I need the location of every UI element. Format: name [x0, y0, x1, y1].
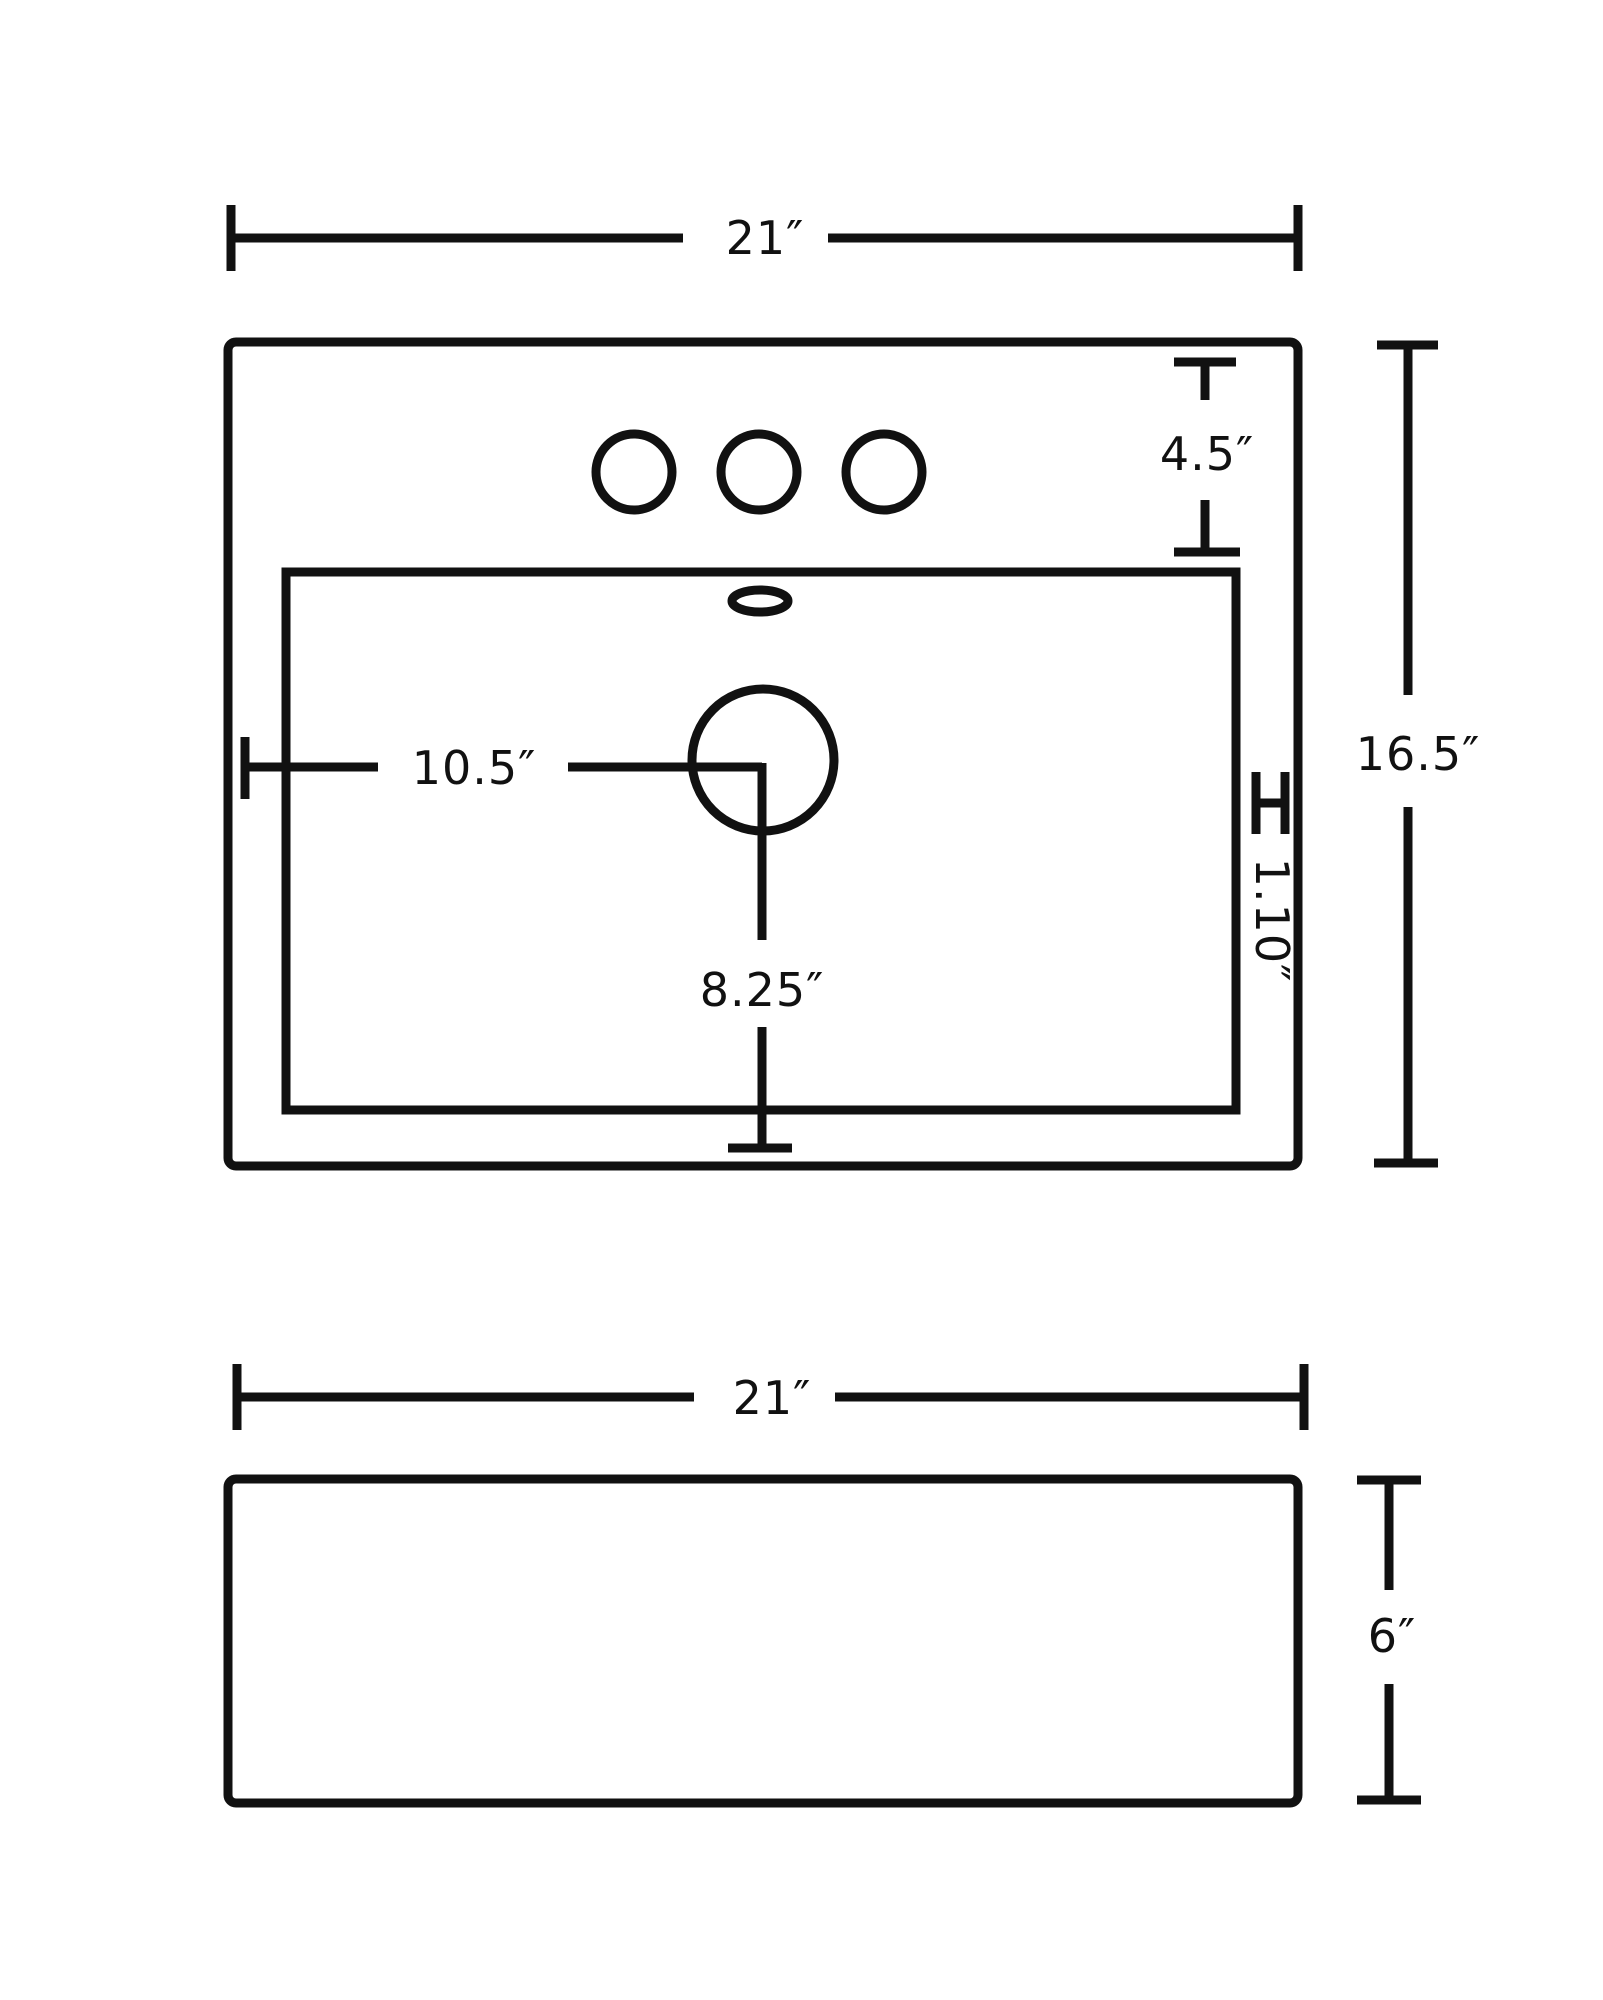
- faucet-hole-right: [841, 429, 927, 515]
- drain-front-dimension: 8.25″: [700, 763, 825, 1153]
- rim-width-label: 1.10″: [1245, 858, 1299, 983]
- side-width-label: 21″: [733, 1371, 812, 1425]
- drain-side-label: 10.5″: [412, 741, 537, 795]
- side-width-dimension: 21″: [232, 1364, 1309, 1430]
- side-view: 21″ 6″: [223, 1364, 1421, 1808]
- rim-width-dimension: 1.10″: [1245, 772, 1299, 982]
- drain-front-label: 8.25″: [700, 963, 825, 1017]
- faucet-setback-label: 4.5″: [1160, 427, 1254, 481]
- top-width-dimension: 21″: [226, 205, 1303, 271]
- faucet-setback-dimension: 4.5″: [1160, 357, 1254, 557]
- sink-side-outline: [223, 1474, 1303, 1808]
- top-height-dimension: 16.5″: [1356, 340, 1481, 1168]
- faucet-hole-center: [716, 429, 802, 515]
- faucet-hole-left: [591, 429, 677, 515]
- overflow-slot: [727, 585, 793, 617]
- top-view: 21″ 4.5″ 10.5″: [223, 205, 1481, 1171]
- top-width-label: 21″: [726, 211, 805, 265]
- faucet-holes: [591, 429, 927, 515]
- drain-side-dimension: 10.5″: [240, 737, 762, 799]
- side-depth-dimension: 6″: [1357, 1475, 1421, 1805]
- sink-outer-outline: [223, 337, 1303, 1171]
- top-height-label: 16.5″: [1356, 727, 1481, 781]
- side-depth-label: 6″: [1368, 1609, 1416, 1663]
